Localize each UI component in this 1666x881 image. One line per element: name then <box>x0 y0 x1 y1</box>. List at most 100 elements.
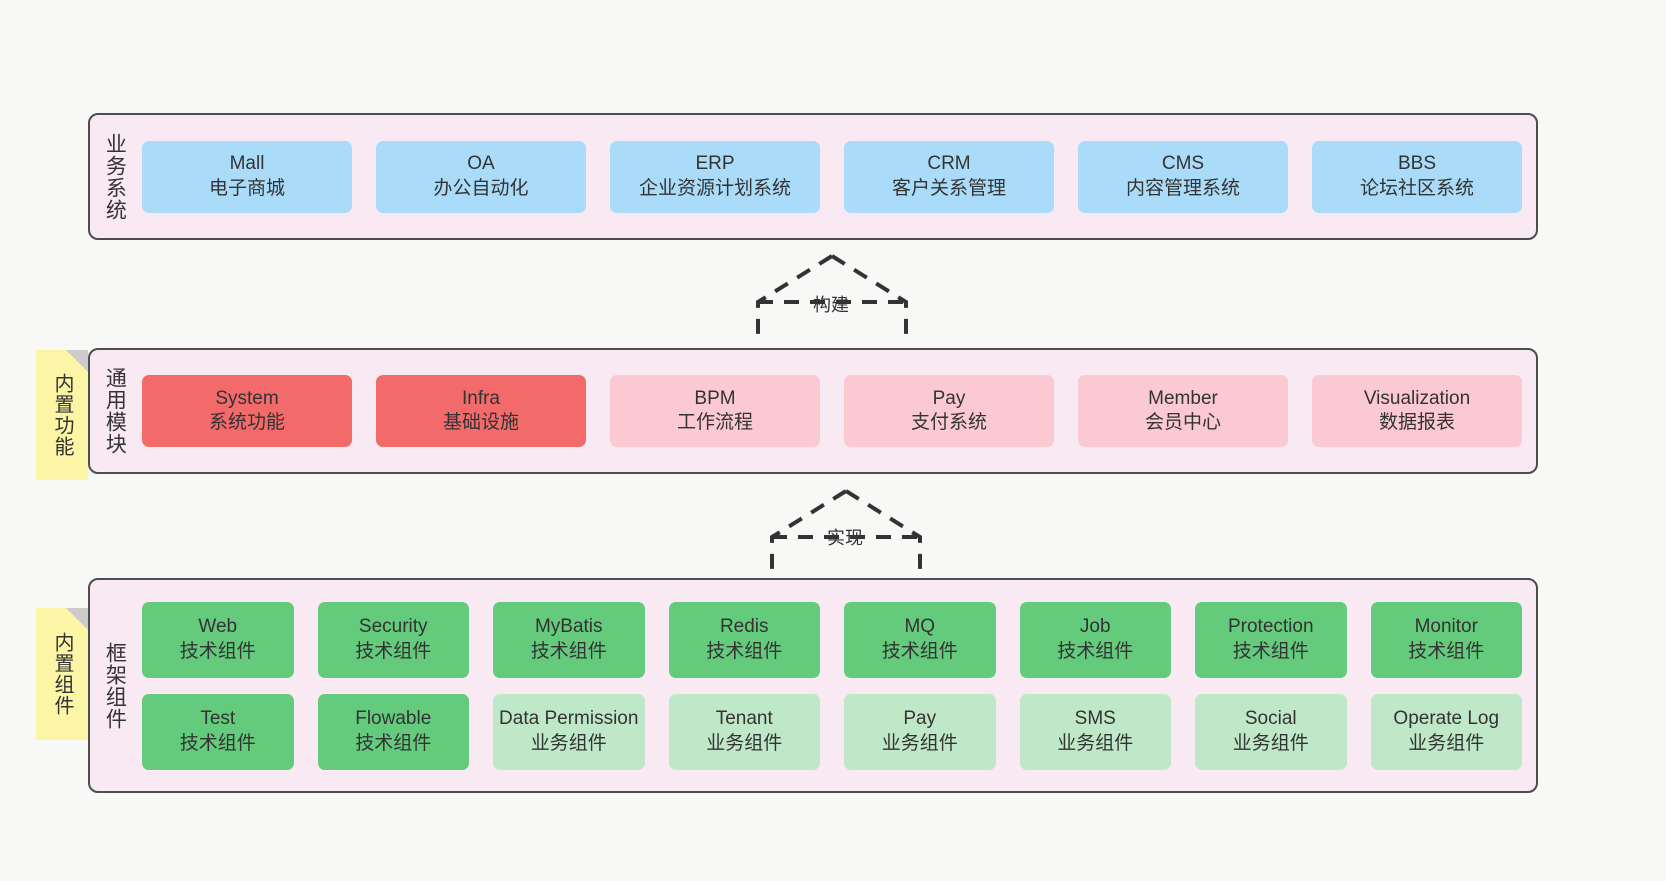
node-subtitle: 业务组件 <box>1057 732 1134 754</box>
node-title: ERP <box>695 153 735 175</box>
node-subtitle: 业务组件 <box>881 732 958 754</box>
sticky-note-builtin-component: 内置组件 <box>36 608 88 740</box>
node-title: Monitor <box>1414 616 1478 638</box>
node-mq[interactable]: MQ 技术组件 <box>844 601 996 678</box>
node-title: Visualization <box>1363 387 1471 409</box>
node-mybatis[interactable]: MyBatis 技术组件 <box>493 601 645 678</box>
node-bpm[interactable]: BPM 工作流程 <box>610 375 820 447</box>
node-row: Web 技术组件 Security 技术组件 MyBatis 技术组件 Redi… <box>142 601 1522 678</box>
layer-body-common-module: System 系统功能 Infra 基础设施 BPM 工作流程 Pay 支付系统… <box>138 350 1536 472</box>
node-pay-business[interactable]: Pay 业务组件 <box>844 693 996 770</box>
layer-label-business-system: 业务系统 <box>103 132 127 221</box>
node-title: BBS <box>1397 153 1437 175</box>
node-subtitle: 业务组件 <box>706 732 783 754</box>
node-operate-log[interactable]: Operate Log 业务组件 <box>1370 693 1522 770</box>
node-subtitle: 业务组件 <box>1232 732 1309 754</box>
node-title: OA <box>467 153 495 175</box>
node-subtitle: 数据报表 <box>1378 412 1455 433</box>
node-row: Test 技术组件 Flowable 技术组件 Data Permission … <box>142 693 1522 770</box>
node-title: Member <box>1148 387 1218 409</box>
node-subtitle: 工作流程 <box>676 412 753 433</box>
node-title: Infra <box>461 387 501 409</box>
node-subtitle: 论坛社区系统 <box>1359 177 1474 199</box>
node-subtitle: 办公自动化 <box>433 177 529 199</box>
layer-framework-component: 框架组件 Web 技术组件 Security 技术组件 MyBatis 技术组件… <box>88 578 1538 793</box>
node-sms[interactable]: SMS 业务组件 <box>1019 693 1171 770</box>
node-title: Job <box>1079 616 1111 638</box>
node-subtitle: 基础设施 <box>442 412 519 433</box>
node-title: CMS <box>1161 153 1205 175</box>
node-redis[interactable]: Redis 技术组件 <box>668 601 820 678</box>
node-subtitle: 技术组件 <box>1408 640 1485 662</box>
node-title: Pay <box>932 387 966 409</box>
node-member[interactable]: Member 会员中心 <box>1078 375 1288 447</box>
node-subtitle: 内容管理系统 <box>1125 177 1240 199</box>
node-title: Data Permission <box>499 708 639 730</box>
arrow-build-label: 构建 <box>813 295 849 315</box>
node-subtitle: 技术组件 <box>706 640 783 662</box>
node-title: System <box>215 387 279 409</box>
node-subtitle: 电子商城 <box>208 177 285 199</box>
node-oa[interactable]: OA 办公自动化 <box>376 140 586 213</box>
node-social[interactable]: Social 业务组件 <box>1195 693 1347 770</box>
node-visualization[interactable]: Visualization 数据报表 <box>1312 375 1522 447</box>
node-title: Redis <box>719 616 769 638</box>
node-title: Social <box>1244 708 1297 730</box>
arrow-realize-label: 实现 <box>827 528 863 548</box>
node-title: MyBatis <box>534 616 603 638</box>
node-mall[interactable]: Mall 电子商城 <box>142 140 352 213</box>
node-title: BPM <box>694 387 736 409</box>
node-title: Mall <box>229 153 265 175</box>
node-title: Flowable <box>355 708 432 730</box>
node-bbs[interactable]: BBS 论坛社区系统 <box>1312 140 1522 213</box>
node-subtitle: 技术组件 <box>355 732 432 754</box>
node-row: System 系统功能 Infra 基础设施 BPM 工作流程 Pay 支付系统… <box>142 375 1522 447</box>
node-protection[interactable]: Protection 技术组件 <box>1195 601 1347 678</box>
node-subtitle: 客户关系管理 <box>891 177 1006 199</box>
layer-body-business-system: Mall 电子商城 OA 办公自动化 ERP 企业资源计划系统 CRM 客户关系… <box>138 115 1536 238</box>
node-flowable[interactable]: Flowable 技术组件 <box>317 693 469 770</box>
layer-label-common-module: 通用模块 <box>103 367 127 455</box>
node-crm[interactable]: CRM 客户关系管理 <box>844 140 1054 213</box>
node-tenant[interactable]: Tenant 业务组件 <box>668 693 820 770</box>
node-subtitle: 系统功能 <box>208 412 285 433</box>
layer-body-framework-component: Web 技术组件 Security 技术组件 MyBatis 技术组件 Redi… <box>138 580 1536 791</box>
node-title: Protection <box>1227 616 1314 638</box>
node-title: Tenant <box>715 708 773 730</box>
layer-label-framework-component: 框架组件 <box>103 641 127 730</box>
node-monitor[interactable]: Monitor 技术组件 <box>1370 601 1522 678</box>
node-subtitle: 技术组件 <box>179 732 256 754</box>
node-title: MQ <box>904 616 936 638</box>
node-web[interactable]: Web 技术组件 <box>142 601 294 678</box>
node-subtitle: 业务组件 <box>530 732 607 754</box>
node-title: Web <box>198 616 238 638</box>
node-subtitle: 技术组件 <box>179 640 256 662</box>
node-subtitle: 会员中心 <box>1144 412 1221 433</box>
node-subtitle: 企业资源计划系统 <box>638 177 791 199</box>
layer-business-system: 业务系统 Mall 电子商城 OA 办公自动化 ERP 企业资源计划系统 CRM… <box>88 113 1538 240</box>
node-security[interactable]: Security 技术组件 <box>317 601 469 678</box>
node-cms[interactable]: CMS 内容管理系统 <box>1078 140 1288 213</box>
layer-common-module: 通用模块 System 系统功能 Infra 基础设施 BPM 工作流程 Pay… <box>88 348 1538 474</box>
node-erp[interactable]: ERP 企业资源计划系统 <box>610 140 820 213</box>
node-job[interactable]: Job 技术组件 <box>1019 601 1171 678</box>
node-title: Test <box>200 708 236 730</box>
node-title: Security <box>358 616 428 638</box>
node-subtitle: 技术组件 <box>1232 640 1309 662</box>
node-data-permission[interactable]: Data Permission 业务组件 <box>493 693 645 770</box>
node-row: Mall 电子商城 OA 办公自动化 ERP 企业资源计划系统 CRM 客户关系… <box>142 140 1522 213</box>
node-pay[interactable]: Pay 支付系统 <box>844 375 1054 447</box>
node-subtitle: 业务组件 <box>1408 732 1485 754</box>
node-title: SMS <box>1074 708 1116 730</box>
node-subtitle: 技术组件 <box>530 640 607 662</box>
node-test[interactable]: Test 技术组件 <box>142 693 294 770</box>
node-subtitle: 技术组件 <box>1057 640 1134 662</box>
node-system[interactable]: System 系统功能 <box>142 375 352 447</box>
node-subtitle: 技术组件 <box>881 640 958 662</box>
sticky-note-builtin-function: 内置功能 <box>36 350 88 480</box>
node-title: Pay <box>903 708 937 730</box>
node-title: CRM <box>927 153 971 175</box>
node-infra[interactable]: Infra 基础设施 <box>376 375 586 447</box>
node-subtitle: 技术组件 <box>355 640 432 662</box>
